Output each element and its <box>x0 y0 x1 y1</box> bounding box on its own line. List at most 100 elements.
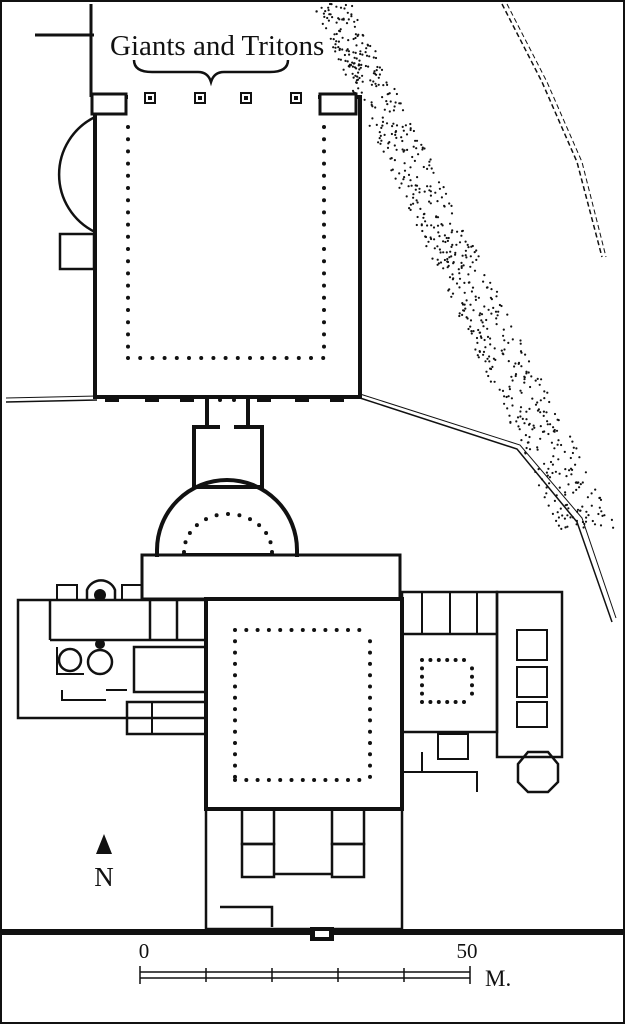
column-dot <box>322 259 326 264</box>
column-dot <box>420 691 424 696</box>
north-arrow-icon <box>96 834 112 854</box>
column-dot <box>436 658 441 662</box>
domed-hall <box>140 478 402 601</box>
column-dot <box>322 125 326 129</box>
column-dot <box>199 356 204 360</box>
column-dot <box>235 356 240 360</box>
column-dot <box>300 778 305 782</box>
column-dot <box>470 691 474 696</box>
column-dot <box>233 639 237 644</box>
column-dot <box>255 778 260 782</box>
column-dot <box>346 628 350 632</box>
column-dot <box>248 517 252 522</box>
column-dot <box>462 658 466 662</box>
column-dot <box>453 658 458 662</box>
north-facade-gap <box>128 92 318 100</box>
north-court <box>57 92 362 402</box>
column-dot <box>233 729 237 734</box>
column-dot <box>322 161 326 166</box>
column-dot <box>323 628 328 632</box>
column-dot <box>322 173 326 178</box>
column-dot <box>233 774 237 779</box>
column-dot <box>296 356 301 360</box>
column-dot <box>187 531 192 535</box>
column-dot <box>284 356 289 360</box>
column-dot <box>300 628 305 632</box>
column-dot <box>126 234 130 239</box>
column-dot <box>150 356 155 360</box>
column-dot <box>255 628 260 632</box>
column-dot <box>126 186 130 190</box>
column-dot <box>470 666 474 671</box>
column-dot <box>322 320 326 325</box>
column-dot <box>233 741 237 745</box>
column-dot <box>233 628 237 632</box>
column-dot <box>368 695 372 700</box>
column-dot <box>233 707 237 712</box>
column-dot <box>368 684 372 689</box>
column-dot <box>162 356 167 360</box>
column-dot <box>322 271 326 276</box>
column-dot <box>368 673 372 678</box>
column-dot <box>322 247 326 251</box>
column-dot <box>420 658 424 662</box>
scale-end-label: 50 <box>457 939 478 963</box>
column-dot <box>233 650 237 655</box>
column-dot <box>233 661 237 666</box>
column-dot <box>322 210 326 215</box>
column-dot <box>420 700 424 704</box>
column-dot <box>445 658 450 662</box>
column-dot <box>126 308 130 312</box>
column-dot <box>322 149 326 154</box>
column-dot <box>126 137 130 142</box>
column-dot <box>126 173 130 178</box>
column-dot <box>226 512 230 516</box>
column-dot <box>233 695 237 700</box>
column-dot <box>346 778 350 782</box>
column-dot <box>244 778 249 782</box>
column-dot <box>233 673 237 678</box>
river-stipple <box>315 2 615 531</box>
column-dot <box>453 700 458 704</box>
column-dot <box>322 222 326 227</box>
column-dot <box>126 271 130 276</box>
column-dot <box>368 752 372 757</box>
column-dot <box>470 674 474 679</box>
column-dot <box>126 283 130 288</box>
column-dot <box>126 320 130 325</box>
column-dot <box>126 149 130 154</box>
column-dot <box>174 356 179 360</box>
scale-bar: 0 50 M. <box>139 939 511 991</box>
column-dot <box>278 628 283 632</box>
column-dot <box>428 700 433 704</box>
column-dot <box>218 398 222 402</box>
column-dot <box>289 778 294 782</box>
column-dot <box>312 628 317 632</box>
column-dot <box>233 718 237 723</box>
column-dot <box>126 332 130 337</box>
scale-unit-label: M. <box>485 966 511 991</box>
column-dot <box>272 356 277 360</box>
boundary-lines <box>5 4 617 623</box>
column-dot <box>278 778 283 782</box>
column-dot <box>321 356 326 360</box>
column-dot <box>126 344 130 349</box>
column-dot <box>368 718 372 723</box>
column-dot <box>368 661 372 666</box>
column-dot <box>323 778 328 782</box>
column-dot <box>368 650 372 655</box>
column-dot <box>289 628 294 632</box>
column-dot <box>470 683 474 688</box>
column-dot <box>126 259 130 264</box>
column-dot <box>126 161 130 166</box>
column-dot <box>436 700 441 704</box>
column-dot <box>248 356 252 360</box>
column-dot <box>126 125 130 129</box>
column-dot <box>368 729 372 734</box>
column-dot <box>368 639 372 644</box>
ground-line <box>2 927 623 941</box>
north-label: N <box>94 862 114 892</box>
column-dot <box>322 295 326 300</box>
column-dot <box>257 523 262 528</box>
